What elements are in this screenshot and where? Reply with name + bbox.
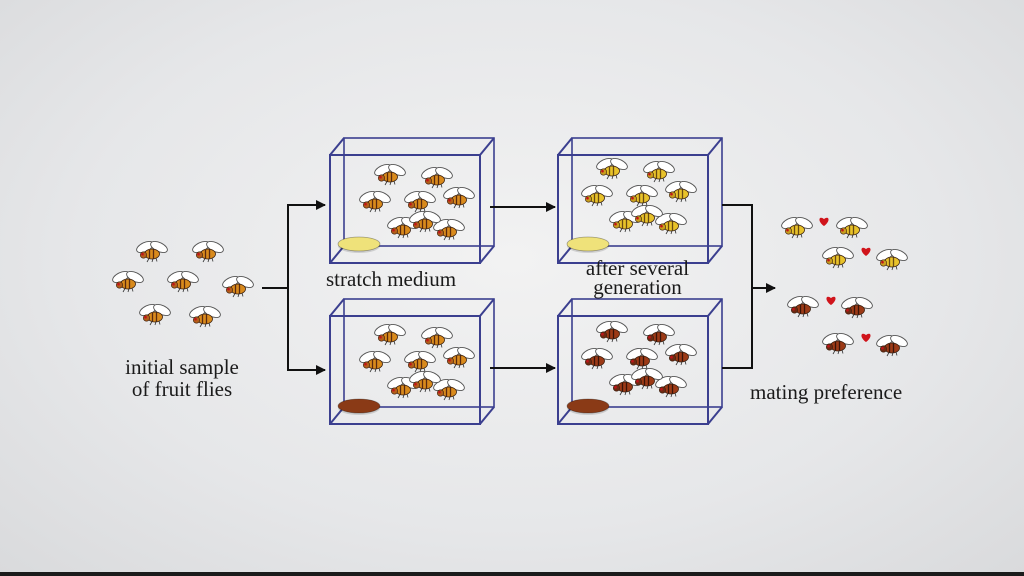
fruit-fly-icon	[822, 246, 854, 269]
label-mating: mating preference	[750, 380, 903, 404]
fruit-fly-icon	[374, 323, 406, 346]
box-molasses-end	[557, 298, 723, 425]
fruit-fly-icon	[421, 326, 453, 349]
heart-icon	[861, 247, 871, 256]
fruit-fly-icon	[374, 163, 406, 186]
fruit-fly-icon	[404, 190, 436, 213]
fruit-fly-icon	[359, 350, 391, 373]
fruit-fly-icon	[787, 295, 819, 318]
flies	[112, 157, 908, 401]
fruit-fly-icon	[665, 180, 697, 203]
fruit-fly-icon	[655, 212, 687, 235]
fruit-fly-icon	[139, 303, 171, 326]
fruit-fly-icon	[192, 240, 224, 263]
fruit-fly-icon	[581, 184, 613, 207]
fruit-fly-icon	[222, 275, 254, 298]
fruit-fly-icon	[841, 296, 873, 319]
box-starch-end	[557, 137, 723, 264]
heart-icon	[826, 296, 836, 305]
label-starch: stratch medium	[326, 267, 457, 291]
arrows	[262, 200, 776, 375]
fruit-fly-icon	[409, 370, 441, 393]
fruit-fly-icon	[631, 367, 663, 390]
fruit-fly-icon	[626, 347, 658, 370]
fruit-fly-icon	[781, 216, 813, 239]
fruit-fly-icon	[665, 343, 697, 366]
label-after-line1: after several	[585, 256, 690, 280]
fruit-fly-icon	[136, 240, 168, 263]
heart-icon	[861, 333, 871, 342]
split-arrow-lower	[287, 288, 326, 375]
fruit-fly-icon	[643, 160, 675, 183]
fruit-fly-icon	[189, 305, 221, 328]
label-after-line2: generation	[593, 275, 682, 299]
merge-arrow-lower	[722, 288, 753, 369]
label-initial: initial sample of fruit flies	[92, 356, 272, 400]
fruit-fly-icon	[596, 157, 628, 180]
label-initial-line2: of fruit flies	[131, 377, 233, 401]
fruit-fly-icon	[643, 323, 675, 346]
fruit-fly-icon	[822, 332, 854, 355]
fruit-fly-icon	[421, 166, 453, 189]
fruit-fly-icon	[443, 346, 475, 369]
fruit-fly-icon	[631, 204, 663, 227]
fruit-fly-icon	[112, 270, 144, 293]
box-starch-start	[329, 137, 495, 264]
fruit-fly-icon	[876, 248, 908, 271]
fruit-fly-icon	[409, 210, 441, 233]
food-dish-icon	[566, 398, 610, 415]
merge-arrow-upper	[722, 204, 753, 288]
box-molasses-start	[329, 298, 495, 425]
fruit-fly-icon	[626, 184, 658, 207]
boxes	[329, 137, 723, 425]
dishes	[337, 236, 610, 415]
fruit-fly-icon	[443, 186, 475, 209]
fruit-fly-icon	[876, 334, 908, 357]
fruit-fly-icon	[836, 216, 868, 239]
food-dish-icon	[337, 398, 381, 415]
fruit-fly-icon	[655, 375, 687, 398]
label-after: after several generation	[550, 256, 725, 299]
heart-icon	[819, 217, 829, 226]
fruit-fly-icon	[404, 350, 436, 373]
fruit-fly-icon	[167, 270, 199, 293]
hearts	[819, 217, 871, 342]
fruit-fly-icon	[596, 320, 628, 343]
label-initial-line1: initial sample	[125, 355, 239, 379]
food-dish-icon	[337, 236, 381, 253]
fruit-fly-icon	[359, 190, 391, 213]
split-arrow-stem	[262, 200, 326, 289]
food-dish-icon	[566, 236, 610, 253]
fruit-fly-icon	[581, 347, 613, 370]
bottom-bar	[0, 572, 1024, 576]
